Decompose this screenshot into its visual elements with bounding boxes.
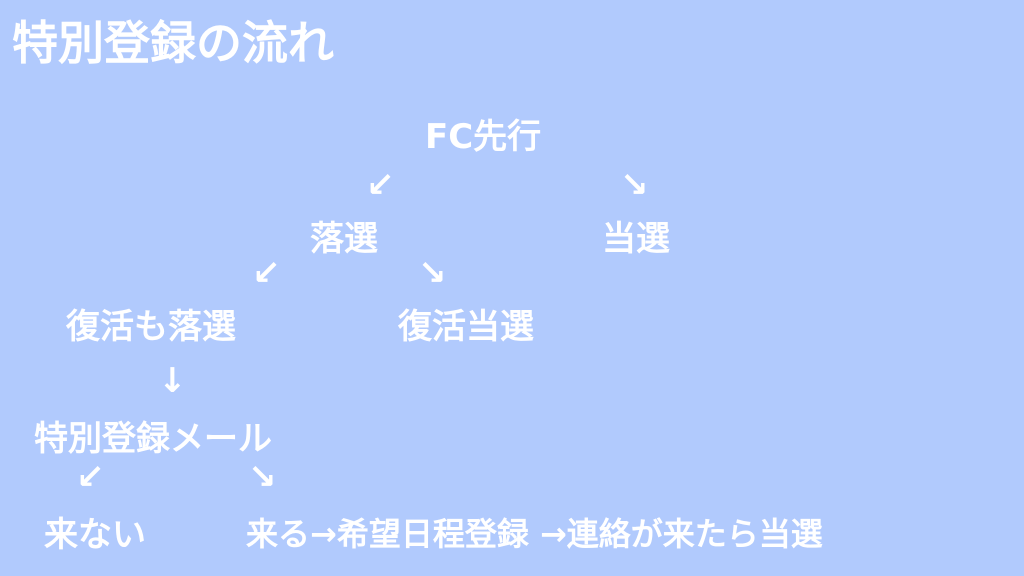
node-fc-presale: FC先行 (425, 117, 542, 157)
node-mail-not-come: 来ない (44, 515, 146, 555)
arrow-down-right-icon: ↘ (620, 165, 649, 205)
diagram-title: 特別登録の流れ (12, 16, 334, 70)
node-lose-first: 落選 (310, 219, 378, 259)
arrow-down-right-icon: ↘ (248, 457, 277, 497)
arrow-down-left-icon: ↙ (252, 253, 281, 293)
node-lose-revival: 復活も落選 (66, 307, 236, 347)
arrow-down-left-icon: ↙ (76, 457, 105, 497)
arrow-down-icon: ↓ (158, 361, 187, 401)
arrow-down-left-icon: ↙ (366, 165, 395, 205)
arrow-down-right-icon: ↘ (418, 253, 447, 293)
node-win-revival: 復活当選 (398, 307, 534, 347)
node-mail-come-flow: 来る→希望日程登録 →連絡が来たら当選 (246, 515, 823, 553)
node-win-first: 当選 (602, 219, 670, 259)
node-special-mail: 特別登録メール (34, 419, 272, 459)
